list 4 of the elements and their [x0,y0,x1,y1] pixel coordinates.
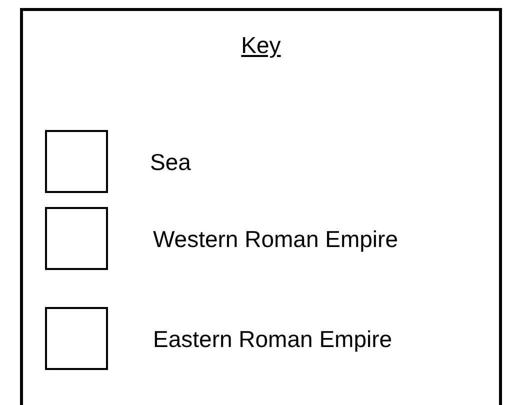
legend-label: Eastern Roman Empire [153,325,392,354]
legend-label: Western Roman Empire [153,225,398,254]
legend-label: Sea [150,148,191,177]
key-heading: Key [240,31,282,60]
